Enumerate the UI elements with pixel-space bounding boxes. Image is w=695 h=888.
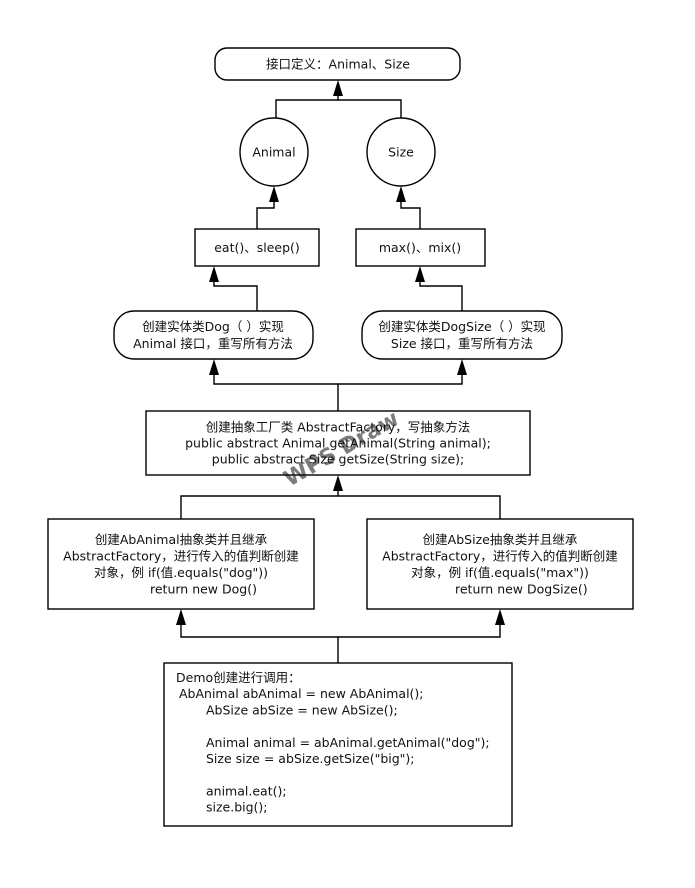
- arrowhead-size-methods-to-size: [396, 186, 406, 202]
- arrowhead-demo-to-ab-size: [495, 609, 505, 625]
- node-size-line-1: Size: [388, 145, 414, 160]
- arrowhead-factory-to-dogsize-impl: [457, 359, 467, 375]
- node-factory-line-3: public abstract Size getSize(String size…: [212, 452, 464, 467]
- node-ab-size-line-1: 创建AbSize抽象类并且继承: [423, 532, 578, 547]
- node-ab-animal-line-4: return new Dog(): [150, 581, 257, 596]
- node-ab-animal: 创建AbAnimal抽象类并且继承AbstractFactory，进行传入的值判…: [47, 518, 315, 610]
- node-size-methods-line-1: max()、mix(): [379, 240, 461, 255]
- edge-factory-to-dog-impl: [213, 367, 339, 411]
- node-size-methods-shape: [355, 228, 486, 267]
- node-demo-line-9: size.big();: [206, 800, 268, 815]
- node-factory-line-1: 创建抽象工厂类 AbstractFactory，写抽象方法: [206, 420, 471, 435]
- node-animal-methods: eat()、sleep(): [194, 228, 320, 267]
- node-interface: 接口定义：Animal、Size: [214, 47, 461, 81]
- node-size-shape: [366, 117, 436, 187]
- node-dog-impl-line-2: Animal 接口，重写所有方法: [133, 336, 293, 351]
- node-factory-shape: [145, 410, 531, 476]
- node-ab-animal-line-3: 对象，例 if(值.equals("dog")): [94, 565, 268, 580]
- node-animal-line-1: Animal: [252, 145, 295, 160]
- node-demo-line-3: AbSize abSize = new AbSize();: [206, 702, 398, 717]
- arrowhead-animal-methods-to-animal: [269, 186, 279, 202]
- node-demo-line-5: Animal animal = abAnimal.getAnimal("dog"…: [206, 735, 490, 750]
- arrowhead-dog-impl-to-animal-methods: [209, 266, 219, 282]
- node-ab-animal-line-2: AbstractFactory，进行传入的值判断创建: [63, 548, 299, 563]
- node-ab-size: 创建AbSize抽象类并且继承AbstractFactory，进行传入的值判断创…: [366, 518, 634, 610]
- arrowhead-ab-animal-to-factory: [333, 475, 343, 491]
- node-animal-methods-shape: [194, 228, 320, 267]
- arrowhead-dogsize-impl-to-size-methods: [415, 266, 425, 282]
- node-ab-animal-shape: [47, 518, 315, 610]
- edge-dogsize-impl-to-size-methods: [419, 274, 463, 311]
- node-demo-line-8: animal.eat();: [206, 783, 287, 798]
- arrowhead-animal-to-interface: [333, 80, 343, 96]
- edge-dog-impl-to-animal-methods: [213, 274, 258, 311]
- node-animal-shape: [239, 117, 309, 187]
- node-demo-shape: [163, 662, 513, 827]
- edge-ab-size-to-factory: [338, 495, 501, 519]
- node-size-methods: max()、mix(): [355, 228, 486, 267]
- edge-demo-to-ab-size: [338, 617, 501, 638]
- node-dog-impl-line-1: 创建实体类Dog（ ）实现: [142, 319, 284, 334]
- node-animal-methods-line-1: eat()、sleep(): [214, 240, 300, 255]
- edges-layer: [176, 80, 505, 663]
- node-ab-animal-line-1: 创建AbAnimal抽象类并且继承: [95, 532, 268, 547]
- edge-factory-to-dogsize-impl: [338, 367, 463, 385]
- node-demo-line-1: Demo创建进行调用：: [176, 670, 301, 685]
- arrowhead-factory-to-dog-impl: [209, 359, 219, 375]
- node-size: Size: [366, 117, 436, 187]
- node-ab-size-shape: [366, 518, 634, 610]
- node-interface-line-1: 接口定义：Animal、Size: [266, 57, 410, 72]
- node-factory-line-2: public abstract Animal getAnimal(String …: [185, 436, 491, 451]
- node-ab-size-line-2: AbstractFactory，进行传入的值判断创建: [382, 548, 618, 563]
- node-demo: Demo创建进行调用：AbAnimal abAnimal = new AbAni…: [163, 662, 513, 827]
- node-dogsize-impl-line-1: 创建实体类DogSize（ ）实现: [378, 319, 545, 334]
- node-dogsize-impl: 创建实体类DogSize（ ）实现 Size 接口，重写所有方法: [361, 310, 563, 360]
- node-dogsize-impl-line-2: Size 接口，重写所有方法: [391, 336, 533, 351]
- node-ab-size-line-3: 对象，例 if(值.equals("max")): [411, 565, 589, 580]
- node-dog-impl: 创建实体类Dog（ ）实现 Animal 接口，重写所有方法: [113, 310, 314, 360]
- node-demo-line-6: Size size = abSize.getSize("big");: [206, 751, 415, 766]
- arrowhead-demo-to-ab-animal: [176, 609, 186, 625]
- edge-animal-to-interface: [275, 88, 339, 118]
- node-animal: Animal: [239, 117, 309, 187]
- node-interface-shape: [214, 47, 461, 81]
- node-demo-line-2: AbAnimal abAnimal = new AbAnimal();: [179, 686, 424, 701]
- edge-size-to-interface: [338, 99, 402, 118]
- edge-ab-animal-to-factory: [180, 483, 339, 519]
- node-ab-size-line-4: return new DogSize(): [455, 581, 588, 596]
- node-dogsize-impl-shape: [361, 310, 563, 360]
- node-dog-impl-shape: [113, 310, 314, 360]
- edge-demo-to-ab-animal: [180, 617, 339, 663]
